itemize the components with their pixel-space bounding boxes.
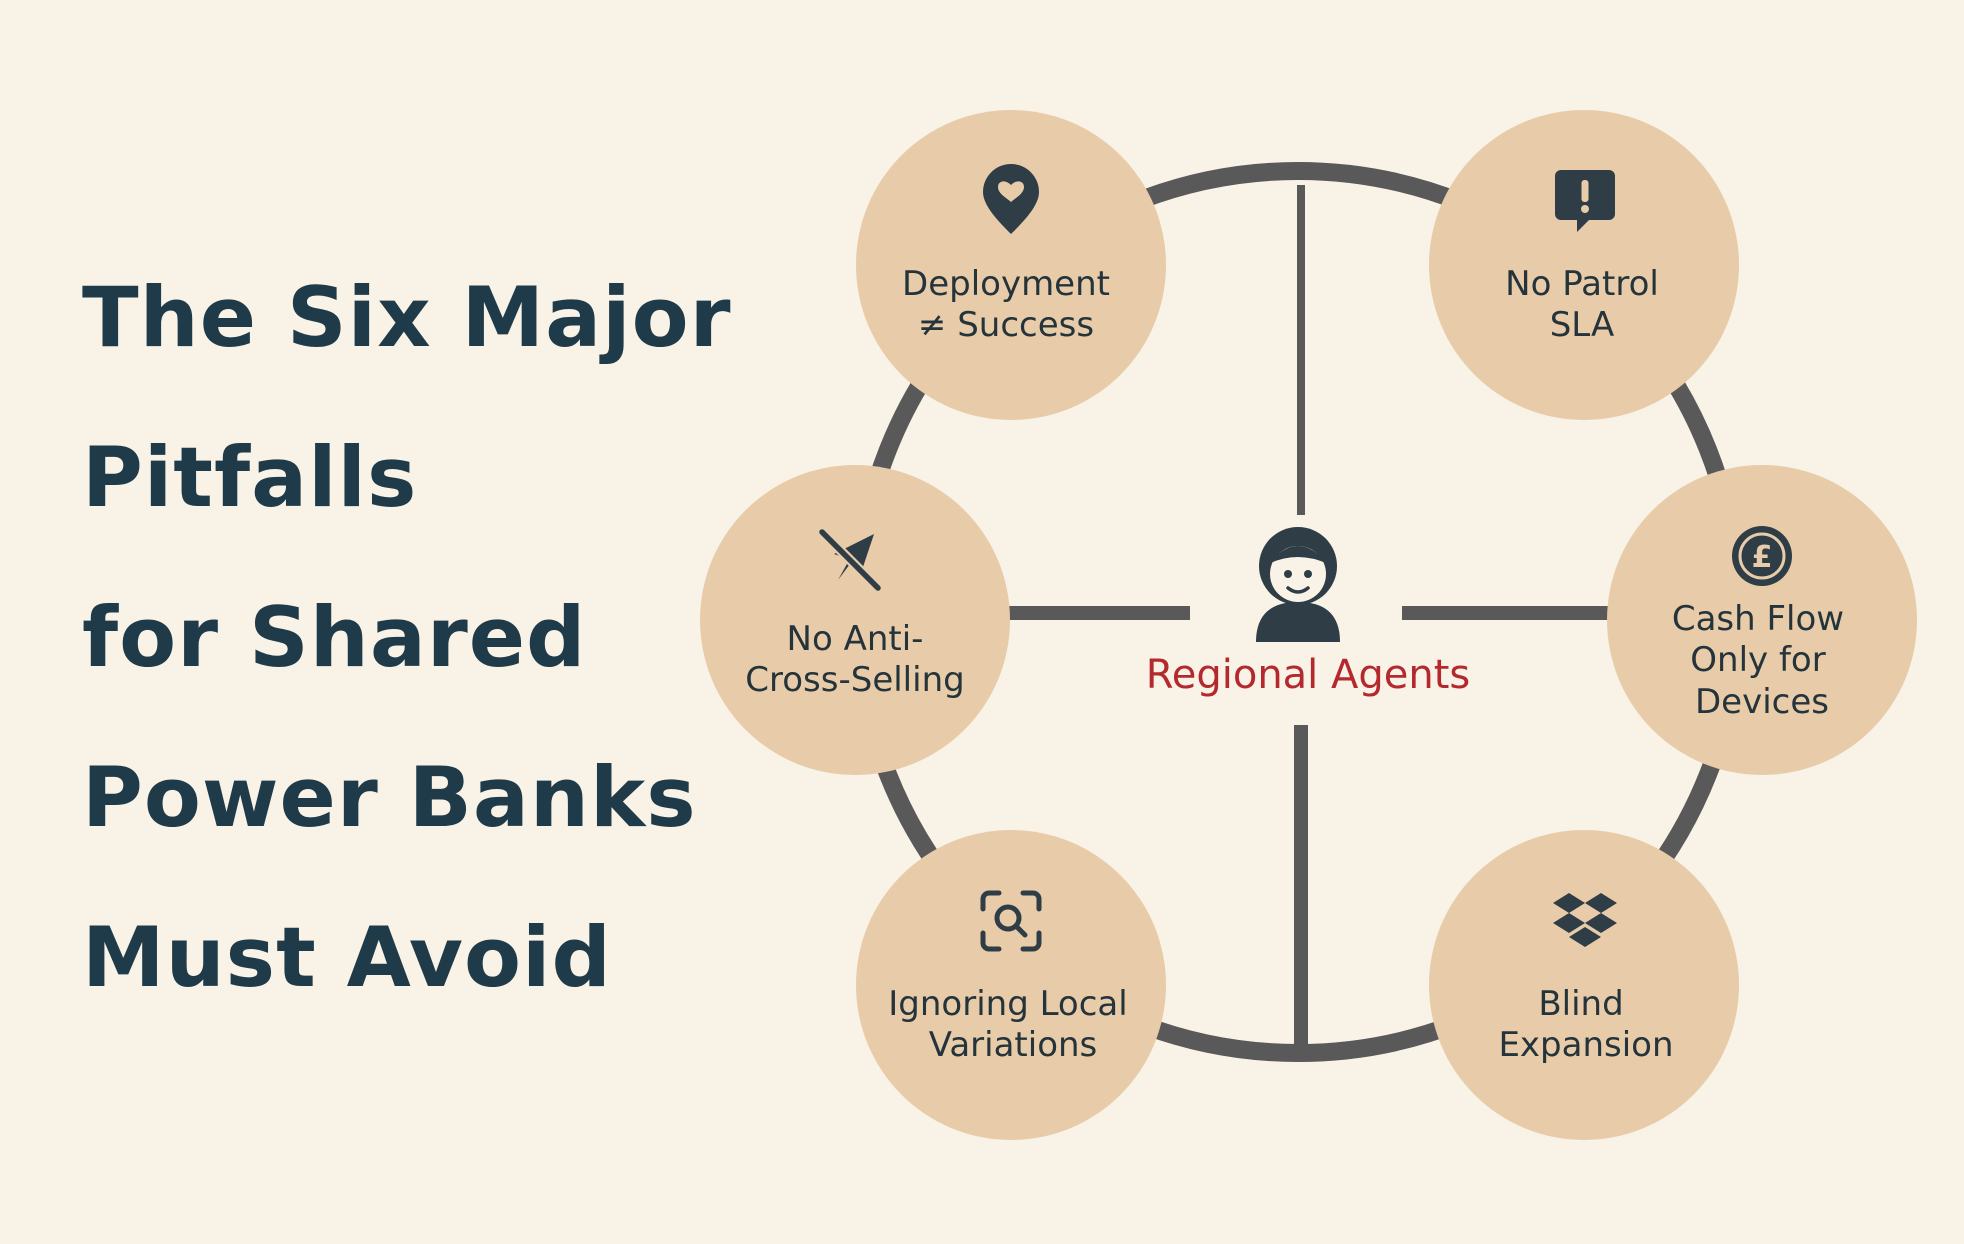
node-label-line-2: Expansion (1498, 1025, 1673, 1065)
dropbox-icon (1553, 893, 1617, 947)
node-circle (1429, 830, 1739, 1140)
node-circle (700, 465, 1010, 775)
node-anti-cross: No Anti- Cross-Selling (700, 465, 1010, 775)
node-expansion: Blind Expansion (1429, 830, 1739, 1140)
pound-coin-icon: £ (1732, 526, 1792, 586)
node-patrol: No Patrol SLA (1429, 110, 1739, 420)
node-label-line-2: Only for (1690, 640, 1825, 680)
agent-face-icon (1256, 527, 1340, 642)
node-label-line-2: ≠ Success (918, 305, 1094, 345)
node-label-line-2: Cross-Selling (745, 660, 964, 700)
node-label-line-1: Ignoring Local (888, 984, 1127, 1024)
node-circle (1607, 465, 1917, 775)
node-circle (1429, 110, 1739, 420)
node-circle (856, 110, 1166, 420)
node-deployment: Deployment ≠ Success (856, 110, 1166, 420)
svg-text:£: £ (1752, 540, 1773, 575)
title-line-3: for Shared (82, 589, 587, 686)
node-label-line-3: Devices (1695, 682, 1829, 722)
node-label-line-1: No Patrol (1505, 264, 1659, 304)
title-line-4: Power Banks (82, 749, 697, 846)
heart-pin-icon (983, 164, 1039, 234)
center-label: Regional Agents (1146, 652, 1471, 698)
node-local: Ignoring Local Variations (856, 830, 1166, 1140)
node-label-line-2: Variations (929, 1025, 1098, 1065)
title-line-1: The Six Major (82, 269, 732, 366)
node-cashflow: £ Cash Flow Only for Devices (1607, 465, 1917, 775)
node-label-line-1: No Anti- (787, 619, 924, 659)
title-line-2: Pitfalls (82, 429, 418, 526)
node-label-line-1: Blind (1538, 984, 1623, 1024)
node-circle (856, 830, 1166, 1140)
title-line-5: Must Avoid (82, 909, 612, 1006)
alert-message-icon (1555, 170, 1615, 232)
node-label-line-2: SLA (1550, 305, 1615, 345)
node-label-line-1: Cash Flow (1672, 599, 1844, 639)
plane-slash-icon (817, 527, 883, 593)
page-title: The Six Major Pitfalls for Shared Power … (82, 238, 802, 1038)
scan-search-icon (980, 890, 1042, 952)
center-agent: Regional Agents (1146, 527, 1471, 698)
node-label-line-1: Deployment (902, 264, 1110, 304)
